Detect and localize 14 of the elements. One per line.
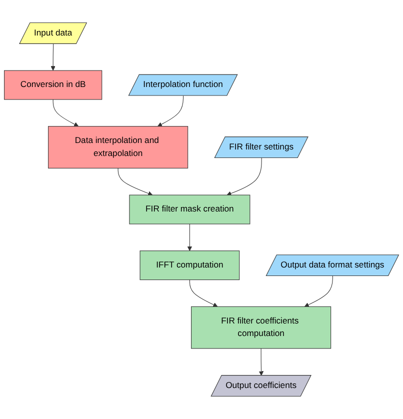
arrow	[304, 276, 333, 307]
node-box: FIR filter coefficients computation	[191, 306, 332, 349]
arrow	[189, 280, 218, 307]
node-box: IFFT computation	[140, 250, 240, 280]
node-box: FIR filter mask creation	[129, 194, 250, 224]
node-box: Conversion in dB	[4, 70, 102, 100]
node-box: Data interpolation and extrapolation	[48, 126, 188, 168]
arrow	[258, 348, 264, 376]
arrow	[187, 224, 192, 252]
arrow	[50, 44, 56, 71]
arrow	[157, 95, 184, 127]
arrow	[52, 99, 79, 127]
arrow	[118, 168, 153, 196]
arrow	[226, 158, 262, 196]
